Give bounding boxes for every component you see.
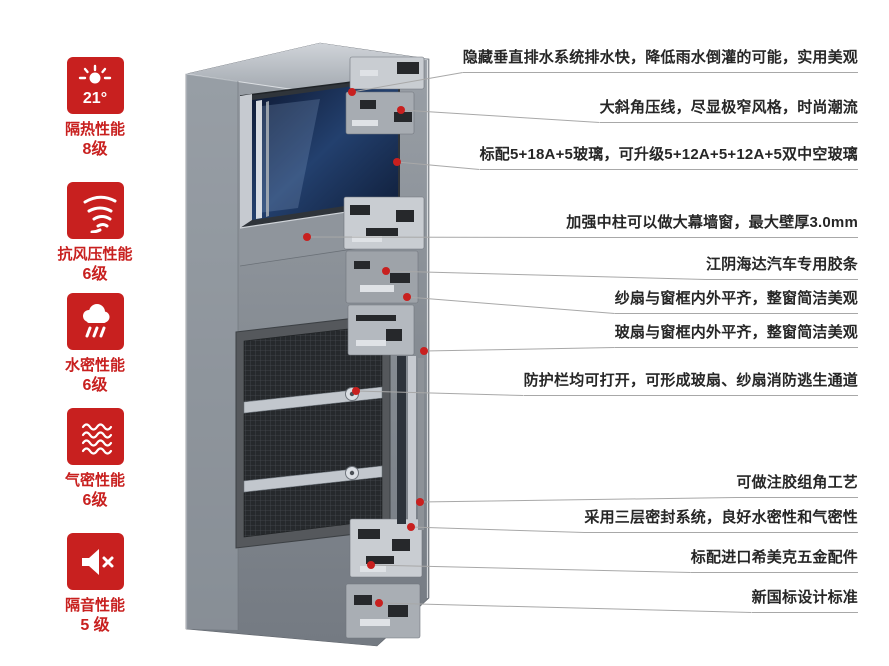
callout-glass-configuration: 标配5+18A+5玻璃，可升级5+12A+5+12A+5双中空玻璃	[479, 143, 858, 170]
performance-grade: 6级	[82, 266, 108, 283]
callout-injection-corner-joint: 可做注胶组角工艺	[736, 471, 858, 498]
tornado-icon	[83, 195, 117, 233]
performance-grade: 6级	[82, 377, 108, 394]
performance-badge-air: 气密性能 6级	[34, 408, 156, 511]
performance-badge-wind: 抗风压性能 6级	[34, 182, 156, 285]
insect-screen-section	[235, 313, 391, 549]
thermal-temp-text: 21°	[83, 90, 107, 107]
performance-label: 隔热性能	[64, 121, 125, 138]
callout-triple-sealing: 采用三层密封系统，良好水密性和气密性	[584, 506, 858, 533]
callout-drainage-system: 隐藏垂直排水系统排水快，降低雨水倒灌的可能，实用美观	[462, 46, 858, 73]
callout-reinforced-mullion: 加强中柱可以做大幕墙窗，最大壁厚3.0mm	[566, 211, 858, 238]
callout-imported-hardware: 标配进口希美克五金配件	[690, 546, 858, 573]
callout-bevel-glazing-bead: 大斜角压线，尽显极窄风格，时尚潮流	[599, 96, 858, 123]
performance-grade: 8级	[82, 141, 108, 158]
performance-badge-sound: 隔音性能 5 级	[34, 533, 156, 636]
callout-rubber-gasket: 江阴海达汽车专用胶条	[705, 253, 858, 280]
callout-screen-sash-flush: 纱扇与窗框内外平齐，整窗简洁美观	[614, 287, 858, 314]
performance-badge-thermal: 21° 隔热性能 8级	[34, 57, 156, 160]
sash-edge-strips	[397, 60, 429, 598]
performance-label: 抗风压性能	[57, 246, 133, 263]
performance-badge-water: 水密性能 6级	[34, 293, 156, 396]
thermal-sun-icon: 21°	[66, 57, 124, 114]
rain-cloud-icon	[66, 293, 124, 350]
callout-glass-sash-flush: 玻扇与窗框内外平齐，整窗简洁美观	[614, 321, 858, 348]
performance-grade: 5 级	[80, 617, 110, 634]
muted-speaker-icon	[82, 548, 114, 575]
performance-grade: 6级	[82, 492, 108, 509]
tornado-icon	[66, 182, 124, 239]
callout-national-standard: 新国标设计标准	[751, 586, 858, 613]
rain-cloud-icon	[83, 303, 110, 337]
waves-icon	[66, 408, 124, 465]
performance-label: 隔音性能	[64, 597, 125, 614]
performance-label: 水密性能	[64, 357, 125, 374]
waves-icon	[81, 422, 113, 455]
muted-speaker-icon	[66, 533, 124, 590]
callout-guard-rail-escape: 防护栏均可打开，可形成玻扇、纱扇消防逃生通道	[523, 369, 858, 396]
thermal-sun-icon: 21°	[78, 64, 112, 107]
performance-label: 气密性能	[64, 472, 125, 489]
